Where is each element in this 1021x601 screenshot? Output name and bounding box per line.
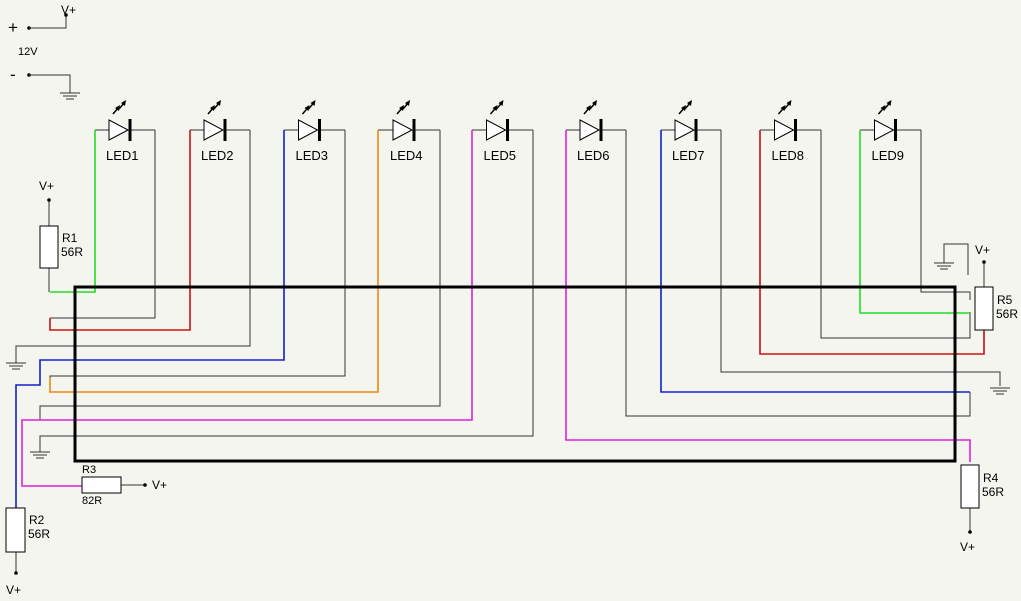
r5-value: 56R (996, 307, 1018, 321)
supply-voltage-label: 12V (18, 46, 38, 58)
wire-led9-anode (859, 130, 970, 314)
resistor-r5: V+ R5 56R (974, 243, 1018, 331)
r4-name: R4 (983, 471, 999, 485)
r1-name: R1 (62, 231, 78, 245)
light-emission-icon (396, 100, 410, 115)
light-emission-icon (678, 100, 692, 115)
ground-icon (6, 362, 26, 370)
r2-rail-label: V+ (6, 583, 21, 597)
led-1: LED1 (95, 100, 155, 163)
resistor-r4: R4 56R V+ (960, 464, 1004, 554)
wire-led6-anode (565, 130, 971, 462)
ground-icon (30, 451, 50, 459)
r5-name: R5 (997, 293, 1013, 307)
r3-value: 82R (82, 495, 102, 507)
wire-led7-cathode (720, 130, 1001, 386)
led-label: LED9 (872, 148, 905, 163)
light-emission-icon (112, 100, 126, 115)
wire-led6-cathode (625, 130, 971, 417)
wire-r5-ground-link (943, 243, 969, 275)
wire-led4-anode (49, 130, 379, 393)
resistor-r3: R3 82R V+ (81, 464, 167, 507)
led-array: LED1 LED2 LED3 LED4 LED5 LED6 LED7 LED8 LED9 (95, 100, 921, 163)
supply-minus-label: - (10, 65, 16, 84)
r2-name: R2 (29, 513, 45, 527)
wire-led4-cathode (39, 130, 441, 420)
resistor-r2: R2 56R V+ (5, 507, 50, 597)
diode-icon (874, 119, 895, 141)
light-emission-icon (301, 100, 316, 115)
r1-value: 56R (61, 245, 83, 259)
diode-icon (392, 119, 414, 141)
r1-rail-label: V+ (39, 179, 54, 193)
wire-led8-anode (759, 130, 985, 355)
wire-led9-cathode (920, 130, 971, 300)
ground-icon (990, 387, 1010, 395)
r4-rail-label: V+ (960, 540, 975, 554)
resistor-r1: V+ R1 56R (39, 179, 83, 269)
light-emission-icon (583, 100, 597, 115)
wire-led2-anode (49, 130, 191, 331)
diode-icon (579, 119, 601, 141)
diode-icon (203, 119, 225, 141)
diode-icon (108, 119, 130, 141)
led-label: LED4 (390, 148, 423, 163)
wire-led1-anode (50, 130, 96, 293)
light-emission-icon (777, 100, 792, 115)
led-label: LED5 (484, 148, 517, 163)
diode-icon (674, 119, 696, 141)
light-emission-icon (877, 100, 892, 115)
led-label: LED2 (201, 148, 234, 163)
led-label: LED3 (296, 148, 329, 163)
r4-value: 56R (982, 485, 1004, 499)
led-5: LED5 (472, 100, 533, 163)
led-9: LED9 (860, 100, 921, 163)
led-label: LED7 (672, 148, 705, 163)
ground-icon (934, 262, 954, 270)
power-supply: + V+ 12V - (8, 3, 80, 100)
diode-icon (298, 119, 319, 141)
supply-plus-label: + (8, 18, 18, 37)
r3-name: R3 (82, 464, 96, 476)
supply-rail-label: V+ (61, 3, 76, 17)
r5-rail-label: V+ (975, 243, 990, 257)
led-4: LED4 (378, 100, 440, 163)
wiring (15, 130, 1001, 573)
diode-icon (486, 119, 507, 141)
wire-led1-cathode (50, 130, 156, 319)
diode-icon (774, 119, 795, 141)
ground-icon (60, 92, 80, 100)
r2-value: 56R (28, 527, 50, 541)
board-outline (73, 285, 957, 463)
led-3: LED3 (284, 100, 345, 163)
wire-led8-cathode (820, 130, 971, 339)
supply-plus-node (64, 13, 68, 17)
supply-plus-wire (29, 15, 67, 29)
led-2: LED2 (190, 100, 250, 163)
wire-led7-anode (660, 130, 970, 393)
r3-rail-label: V+ (152, 478, 167, 492)
led-8: LED8 (760, 100, 821, 163)
wire-led2-cathode (15, 130, 251, 363)
led-label: LED8 (772, 148, 805, 163)
led-7: LED7 (661, 100, 721, 163)
wire-led3-anode (15, 130, 285, 508)
wire-led5-cathode (39, 130, 534, 452)
wire-led5-anode (21, 130, 473, 487)
light-emission-icon (489, 100, 504, 115)
light-emission-icon (207, 100, 221, 115)
led-label: LED6 (577, 148, 610, 163)
led-6: LED6 (566, 100, 626, 163)
supply-minus-wire (29, 74, 71, 93)
led-label: LED1 (106, 148, 139, 163)
